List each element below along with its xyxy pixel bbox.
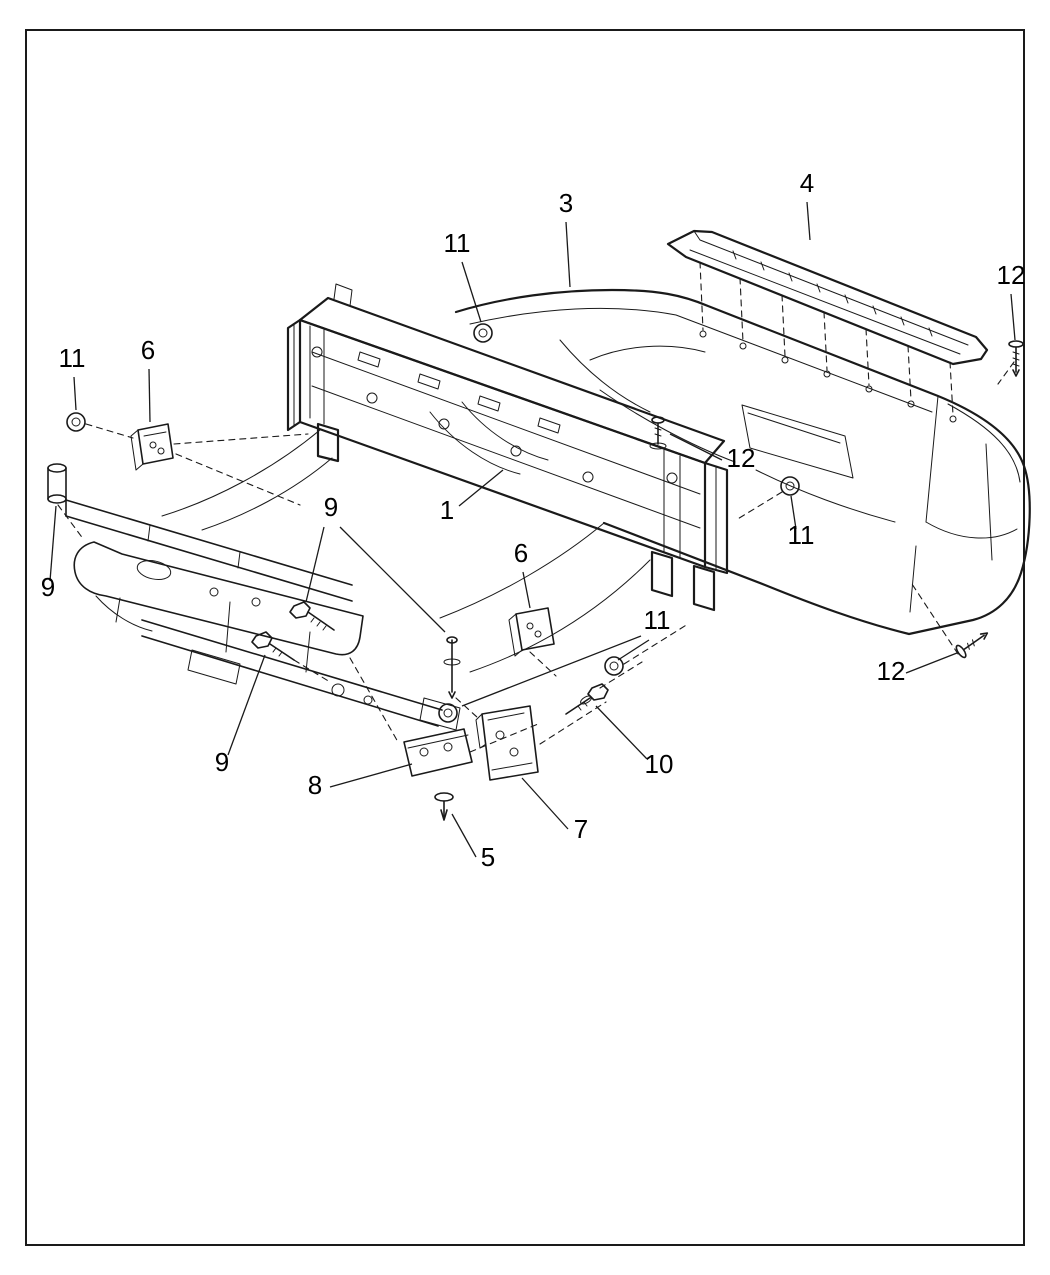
callout-leader-4	[806, 201, 811, 241]
callout-label-11-4: 11	[59, 343, 86, 373]
callout-leader-10	[595, 705, 648, 760]
callout-label-12-13: 12	[877, 656, 906, 686]
callout-label-11-12: 11	[644, 605, 671, 635]
bolt-part-9-lower	[251, 631, 295, 661]
bolt-part-9-upper	[289, 601, 335, 631]
diagram-border	[25, 29, 1025, 1246]
reinforcement-holes	[311, 346, 678, 484]
nut-part-11-top	[473, 323, 493, 343]
spacer-sleeve-part-9	[47, 463, 67, 504]
screw-part-12-mid	[649, 416, 667, 450]
nut-part-11-bottom	[438, 703, 458, 723]
callout-label-11-8: 11	[788, 520, 815, 550]
stud-part-9-long	[443, 636, 461, 699]
callout-label-4-2: 4	[800, 168, 814, 198]
callout-leader-6	[522, 571, 531, 609]
reinforcement-slots	[357, 351, 561, 434]
nut-part-11-mid	[604, 656, 624, 676]
reinforcement-bar-part-1	[161, 283, 729, 612]
license-recess	[741, 404, 854, 479]
alignment-lines	[57, 261, 1015, 753]
callout-label-12-6: 12	[727, 443, 756, 473]
callout-leader-7	[521, 777, 569, 830]
callout-leader-6	[148, 368, 151, 423]
screw-part-12-top-right	[1008, 340, 1024, 377]
nut-part-11-right	[780, 476, 800, 496]
callout-leader-9	[339, 526, 446, 633]
screw-part-12-right	[955, 632, 989, 659]
callout-leader-9	[305, 526, 325, 603]
callout-leader-9	[227, 654, 266, 756]
frame-oval-hole	[136, 560, 172, 580]
callout-label-9-14: 9	[215, 747, 229, 777]
bracket-part-7	[475, 705, 539, 781]
push-pin-part-5	[434, 792, 454, 821]
bumper-face-bar-part-3	[439, 288, 1031, 673]
callout-label-1-7: 1	[440, 495, 454, 525]
nut-part-11-left	[66, 412, 86, 432]
step-pad-part-4	[666, 229, 989, 366]
callout-label-9-10: 9	[324, 492, 338, 522]
callout-leader-11	[73, 376, 77, 411]
callout-leader-9	[49, 505, 57, 582]
callout-label-10-16: 10	[645, 749, 674, 779]
frame-assembly	[65, 499, 461, 731]
callout-leader-5	[451, 813, 477, 858]
callout-leader-3	[565, 221, 571, 288]
callout-leader-11	[461, 261, 482, 323]
callout-leader-11	[617, 639, 650, 661]
callout-label-3-1: 3	[559, 188, 573, 218]
callout-label-6-5: 6	[141, 335, 155, 365]
callout-label-11-0: 11	[444, 228, 471, 258]
callout-label-6-11: 6	[514, 538, 528, 568]
callout-leader-1	[458, 469, 504, 507]
bolt-part-10	[565, 683, 609, 715]
callout-leader-12	[1010, 293, 1016, 341]
callout-label-7-17: 7	[574, 814, 588, 844]
plate-part-8	[403, 728, 473, 777]
bracket-part-6-left	[130, 423, 174, 471]
callout-leader-12	[669, 433, 723, 461]
callout-label-8-15: 8	[308, 770, 322, 800]
callout-label-9-9: 9	[41, 572, 55, 602]
callout-leader-12	[905, 652, 958, 674]
callout-label-12-3: 12	[997, 260, 1026, 290]
callout-label-5-18: 5	[481, 842, 495, 872]
step-pad-hatching	[732, 250, 933, 337]
callout-leader-11	[461, 635, 642, 707]
callout-leader-8	[329, 763, 413, 788]
bracket-part-6-right	[508, 607, 555, 657]
callout-leader-11	[790, 495, 797, 530]
